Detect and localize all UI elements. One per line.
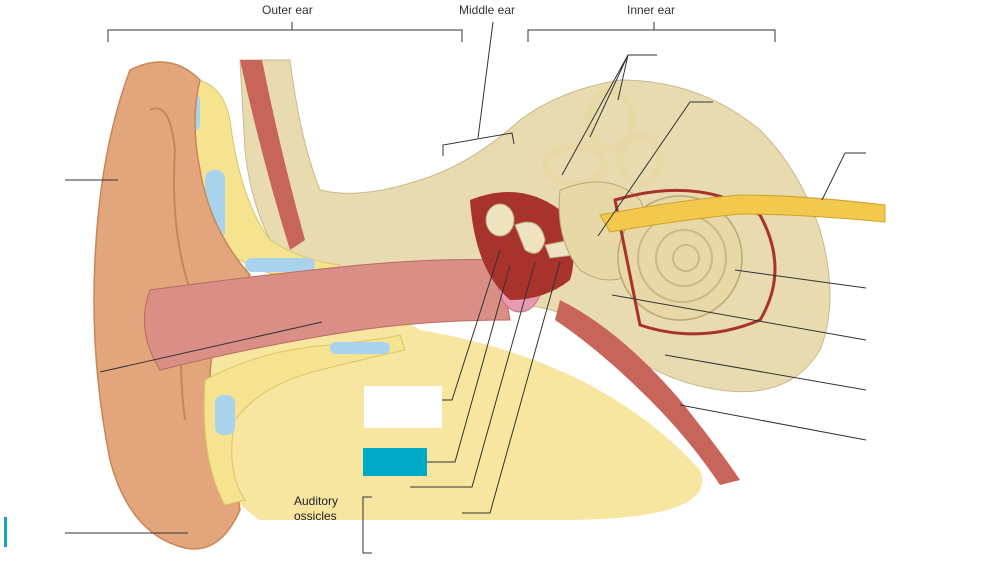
leader-stapes [462,261,561,514]
leader-eustachian [664,354,867,391]
blank-label-box[interactable] [364,386,442,428]
malleus [485,203,515,237]
middle-ear-header: Middle ear [459,3,516,17]
vestibulocochlear-nerve [599,194,886,233]
inner-ear-header: Inner ear [627,3,676,17]
leader-lines [65,54,867,554]
incus [514,221,546,254]
text-cursor [4,517,7,547]
leader-incus [410,261,536,488]
semicircular-canal-1 [584,88,636,152]
outer-ear-bracket [107,22,463,42]
muscle-upper [240,60,305,250]
leader-cochlea [734,269,867,289]
outer-ear-header: Outer ear [262,3,313,17]
cochlea [617,195,743,321]
leader-nerve [821,152,866,201]
lower-cartilage [203,334,406,506]
leader-ossicle-box [426,264,511,463]
muscle-lower [555,300,740,485]
cartilage-piece-4 [215,395,235,435]
cartilage-piece-3 [245,258,315,272]
leader-semicircular [561,54,657,176]
middle-ear-bracket [442,21,515,156]
leader-round-window [611,294,867,341]
semicircular-canal-2 [541,143,609,187]
leader-muscle [679,404,867,441]
leader-canal [99,321,323,373]
ossicles-bracket [362,496,372,554]
inner-ear-bracket [527,22,776,42]
semicircular-canal-3 [616,132,664,188]
leader-vestibule [597,101,713,237]
auditory-ossicles-label: Auditory ossicles [294,494,339,523]
leader-malleus [440,249,501,401]
auditory-canal [143,259,511,371]
inner-ear-cavity [613,188,777,336]
cochlea-turn-2 [655,229,713,287]
cartilage-piece-5 [330,342,390,354]
answer-label-box[interactable] [363,448,427,476]
cochlea-turn-3 [672,244,700,272]
